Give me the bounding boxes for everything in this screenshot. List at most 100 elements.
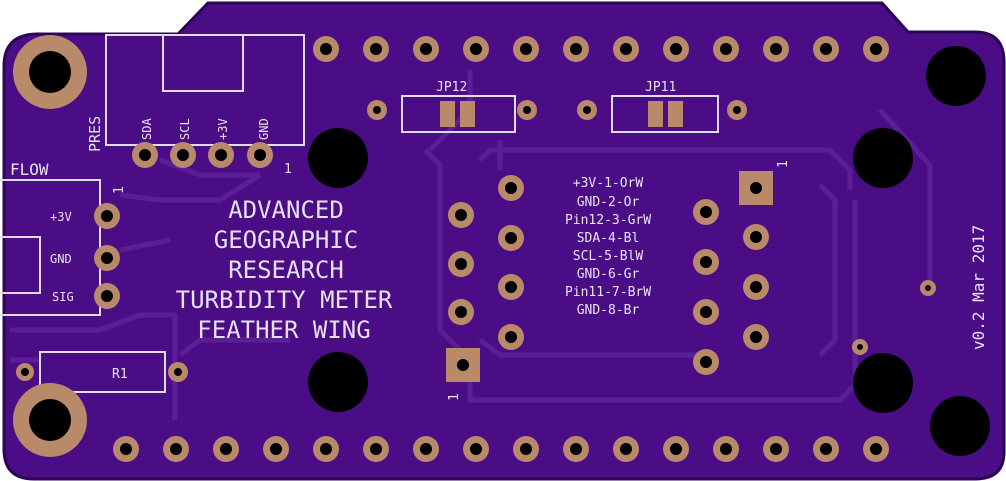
pres-label: PRES [86, 116, 104, 152]
pinout-line-7: Pin11-7-BrW [565, 285, 651, 300]
top-header-pad-drill [620, 43, 632, 55]
pinout-line-4: SDA-4-Bl [577, 231, 640, 246]
bottom-header-pad-drill [770, 443, 782, 455]
title-line-1: ADVANCED [228, 196, 344, 224]
mount-hole-c [853, 128, 913, 188]
pinout-line-2: GND-2-Or [577, 195, 640, 210]
flow-pin-sig: SIG [52, 290, 74, 304]
bottom-header-pad-drill [220, 443, 232, 455]
flow-pin-gnd: GND [50, 252, 72, 266]
mount-hole-top-left-drill [29, 51, 71, 93]
top-header-pad-drill [370, 43, 382, 55]
connector-left-pad-drill [505, 182, 517, 194]
pres-pin1-marker: 1 [284, 162, 292, 177]
mount-hole-f [930, 396, 990, 456]
jumper-via-drill [733, 106, 741, 114]
flow-pad-drill [101, 210, 113, 222]
pinout-line-8: GND-8-Br [577, 303, 640, 318]
connector-left-square-pad-drill [457, 359, 469, 371]
connector-right-pad-drill [750, 281, 762, 293]
bottom-header-pad-drill [420, 443, 432, 455]
bottom-header-pad-drill [870, 443, 882, 455]
via-drill [925, 285, 931, 291]
connector-right-pad-drill [700, 256, 712, 268]
pinout-line-3: Pin12-3-GrW [565, 213, 651, 228]
flow-pad-drill [101, 290, 113, 302]
bottom-header-pad-drill [670, 443, 682, 455]
top-header-pad-drill [420, 43, 432, 55]
mount-hole-d [853, 353, 913, 413]
pres-pad-drill [215, 149, 227, 161]
mount-hole-bottom-left-drill [29, 399, 71, 441]
pinout-line-5: SCL-5-BlW [573, 249, 644, 264]
top-header-pad-drill [470, 43, 482, 55]
bottom-header-pad-drill [370, 443, 382, 455]
top-header-pad-drill [870, 43, 882, 55]
bottom-header-pad-drill [470, 443, 482, 455]
silk-outlines [0, 34, 719, 393]
bottom-header-pad-drill [570, 443, 582, 455]
top-header-pad-drill [520, 43, 532, 55]
pinout-list: +3V-1-OrW GND-2-Or Pin12-3-GrW SDA-4-Bl … [565, 176, 651, 318]
pinout-line-1: +3V-1-OrW [573, 176, 644, 191]
connector-left-pad-drill [455, 306, 467, 318]
top-header-pad-drill [320, 43, 332, 55]
flow-pin-3v: +3V [50, 210, 72, 224]
mounting-holes [13, 35, 990, 457]
flow-pin1-marker: 1 [112, 186, 127, 194]
bottom-header-pad-drill [720, 443, 732, 455]
version-label: v0.2 Mar 2017 [969, 225, 988, 350]
top-header-pad-drill [570, 43, 582, 55]
connector-right-pad-drill [700, 306, 712, 318]
bottom-header-pad-drill [320, 443, 332, 455]
connector-right-square-pad-drill [750, 182, 762, 194]
pres-pin-scl: SCL [178, 118, 192, 140]
connector-left-pad-drill [455, 258, 467, 270]
connector-right-pad-drill [700, 206, 712, 218]
top-header-pad-drill [720, 43, 732, 55]
bottom-header-pad-drill [820, 443, 832, 455]
mount-hole-e [926, 46, 986, 106]
via-drill [857, 344, 863, 350]
connector-right-pad-drill [750, 331, 762, 343]
pinout-line-6: GND-6-Gr [577, 267, 640, 282]
bottom-header-pad-drill [620, 443, 632, 455]
connector-right-pin1: 1 [776, 160, 791, 168]
jumper-via-drill [523, 106, 531, 114]
connector-left-pad-drill [455, 209, 467, 221]
jp11-label: JP11 [645, 80, 676, 95]
connector-right-pad-drill [750, 231, 762, 243]
jumper-via-drill [583, 106, 591, 114]
title-line-2: GEOGRAPHIC [214, 226, 359, 254]
title-line-5: FEATHER WING [197, 316, 370, 344]
connector-right-pad-drill [700, 356, 712, 368]
mount-hole-b [308, 352, 368, 412]
pres-pin-gnd: GND [257, 118, 271, 140]
connector-left-pad-drill [505, 331, 517, 343]
pres-pad-drill [254, 149, 266, 161]
connector-left-pin1: 1 [447, 393, 462, 401]
top-header-pad-drill [820, 43, 832, 55]
pres-pad-drill [177, 149, 189, 161]
bottom-header-pad-drill [170, 443, 182, 455]
connector-left-pad-drill [505, 232, 517, 244]
bottom-header-pad-drill [520, 443, 532, 455]
r1-pad-drill [174, 368, 182, 376]
through-hole-pads [16, 36, 936, 462]
pres-pin-3v: +3V [216, 118, 230, 140]
mount-hole-a [308, 128, 368, 188]
flow-label: FLOW [10, 160, 49, 179]
bottom-header-pad-drill [270, 443, 282, 455]
bottom-header-pad-drill [120, 443, 132, 455]
top-header-pad-drill [670, 43, 682, 55]
r1-label: R1 [112, 367, 128, 382]
r1-pad-drill [21, 368, 29, 376]
pres-pin-sda: SDA [140, 118, 154, 140]
jumper-pads [440, 101, 683, 127]
flow-pad-drill [101, 252, 113, 264]
top-header-pad-drill [770, 43, 782, 55]
board-title: ADVANCED GEOGRAPHIC RESEARCH TURBIDITY M… [176, 196, 393, 344]
jumper-via-drill [373, 106, 381, 114]
title-line-4: TURBIDITY METER [176, 286, 393, 314]
